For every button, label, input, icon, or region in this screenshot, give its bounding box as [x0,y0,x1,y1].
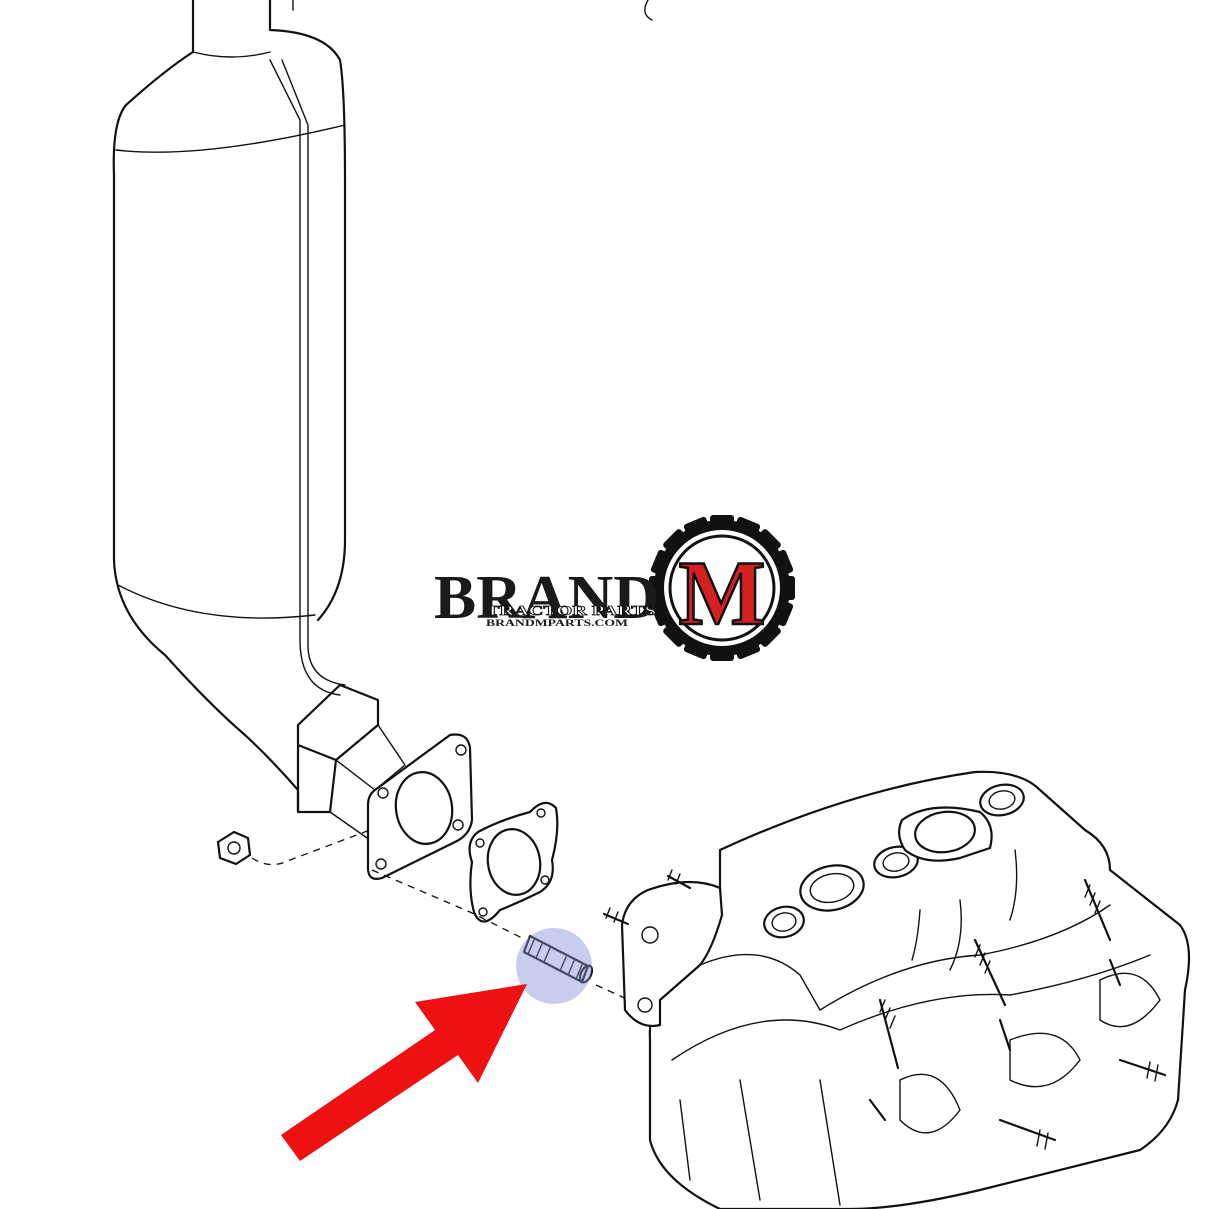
exhaust-stud [522,934,594,984]
brand-logo: M BRAND TRACTOR PARTS BRANDMPARTS.COM [434,515,795,661]
logo-letter: M [679,542,766,644]
exhaust-gasket [468,801,559,923]
highlight-circle [516,928,592,1004]
logo-site: BRANDMPARTS.COM [486,618,629,628]
logo-tagline: TRACTOR PARTS [486,604,656,619]
flange-nut [216,829,371,866]
cylinder-head [602,770,1191,1209]
muffler [112,0,653,841]
logo-word: BRAND [434,564,659,632]
assembly-centerline [371,869,523,939]
pointer-arrow-icon [281,984,527,1161]
exhaust-flange [366,733,474,880]
gear-icon [649,515,795,661]
